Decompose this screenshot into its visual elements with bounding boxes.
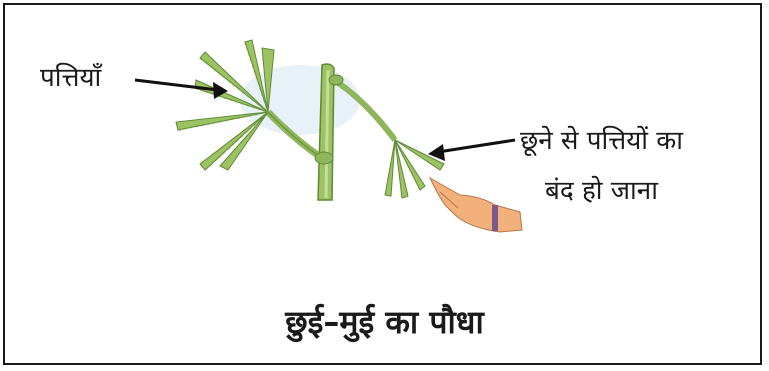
closed-leaflet	[395, 140, 408, 198]
closed-leaflet	[385, 140, 395, 196]
label-leaves-closing-line1: छूने से पत्तियों का	[520, 116, 683, 166]
label-leaves: पत्तियाँ	[40, 58, 101, 94]
node-joint	[315, 152, 333, 164]
pointing-hand	[430, 178, 522, 232]
node-joint	[329, 75, 343, 85]
label-leaves-closing: छूने से पत्तियों का बंद हो जाना	[520, 116, 683, 216]
arrow-to-leaves	[135, 80, 228, 99]
figure-caption: छुई–मुई का पौधा	[0, 300, 769, 343]
wrist-band	[492, 205, 498, 231]
label-leaves-closing-line2: बंद हो जाना	[520, 166, 683, 216]
arrow-to-closed-leaves	[428, 140, 515, 161]
